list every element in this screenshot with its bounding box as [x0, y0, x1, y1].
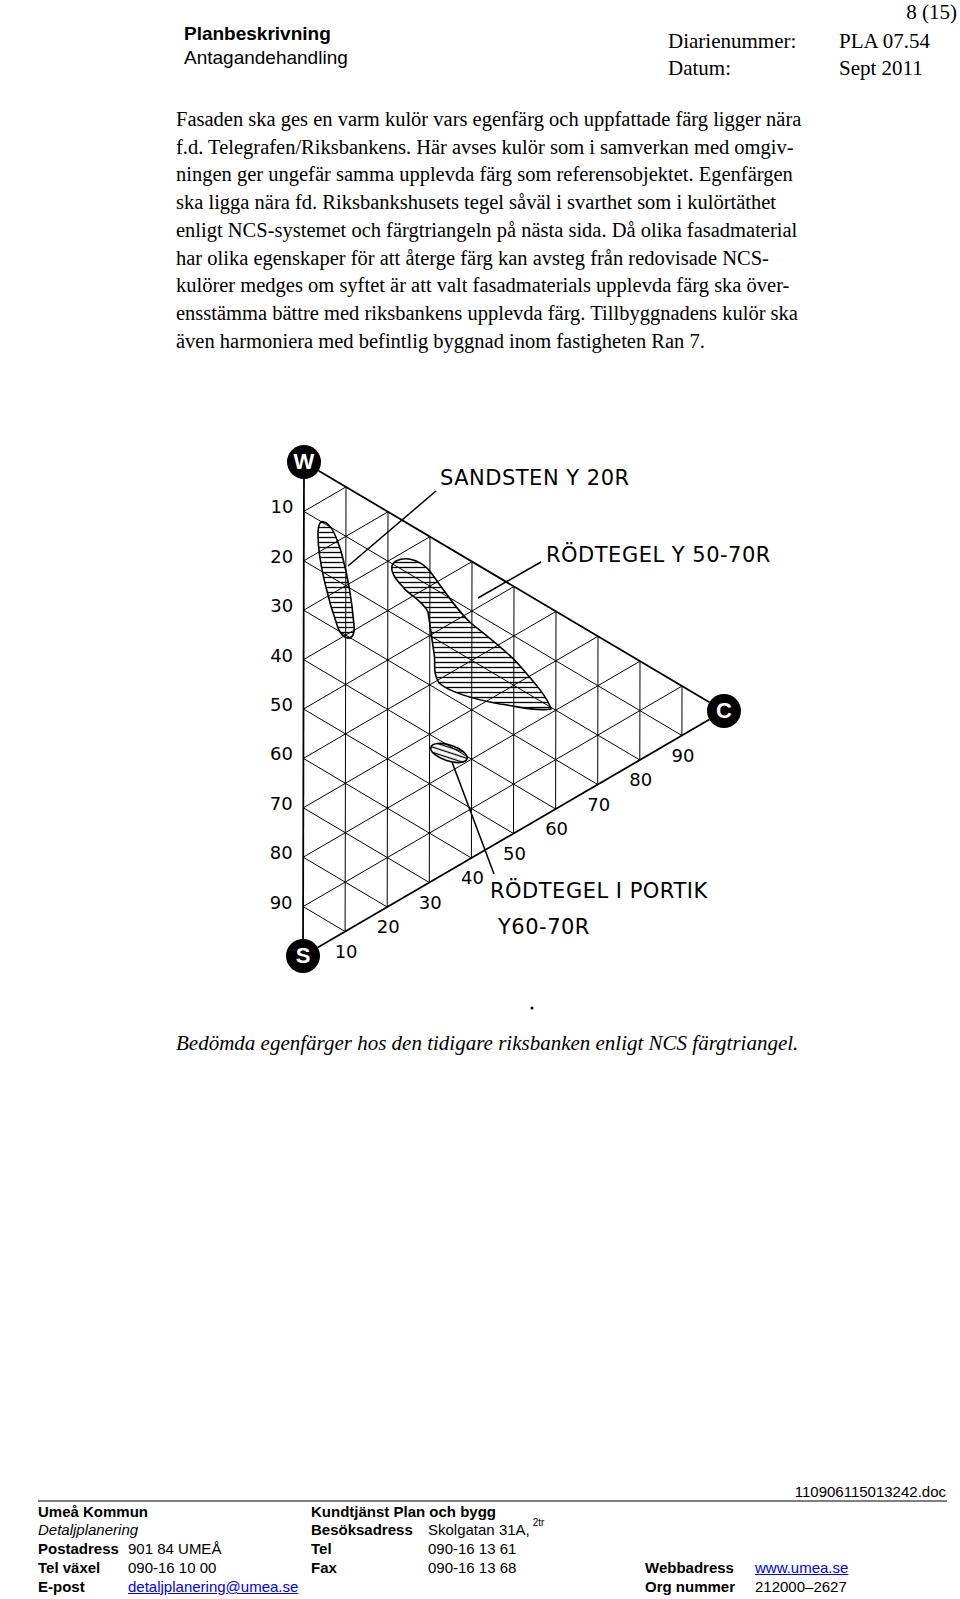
footer-value: 090-16 10 00 — [128, 1559, 216, 1576]
red-brick-area — [392, 559, 551, 710]
document-title: Planbeskrivning — [184, 23, 331, 45]
sandstone-area — [318, 522, 354, 639]
circle-fill — [287, 445, 321, 479]
footer-value: 212000–2627 — [755, 1578, 847, 1595]
portico-brick-area — [428, 740, 469, 767]
footer-value: 090-16 13 68 — [428, 1559, 516, 1576]
scale-number: 90 — [270, 892, 293, 913]
scale-number: 60 — [270, 744, 293, 765]
file-name: 110906115013242.doc — [795, 1483, 946, 1500]
triangle-side — [318, 720, 710, 948]
scale-number: 20 — [377, 917, 400, 938]
paragraph-line: har olika egenskaper för att återge färg… — [176, 247, 769, 271]
connectors — [303, 471, 709, 948]
circle-fill — [286, 939, 320, 973]
corner-letter: S — [296, 945, 311, 967]
callout-label: RÖDTEGEL I PORTIK — [490, 879, 708, 903]
footer-key: Webbadress — [645, 1559, 734, 1576]
callout-label: Y60-70R — [498, 915, 590, 939]
grid-line — [345, 487, 347, 932]
grid-line — [597, 636, 598, 784]
footer-key: Postadress — [38, 1540, 119, 1557]
document-status: Antagandehandling — [184, 47, 348, 69]
leader-line — [348, 491, 436, 566]
grid-line — [304, 512, 388, 561]
scale-number: 10 — [335, 941, 358, 962]
footer-rule — [38, 1501, 947, 1502]
page-number: 8 (15) — [906, 0, 957, 24]
footer-key: Tel — [311, 1540, 332, 1557]
scale-number: 50 — [270, 695, 293, 716]
stray-dot — [531, 1007, 534, 1010]
scale-number: 70 — [587, 794, 610, 815]
paragraph-line: även harmoniera med befintlig byggnad in… — [176, 330, 705, 354]
scale-number: 50 — [503, 843, 526, 864]
grid-line — [681, 686, 682, 735]
footer-key: Umeå Kommun — [38, 1503, 148, 1520]
scale-number: 30 — [270, 596, 293, 617]
scale-number: 80 — [270, 843, 293, 864]
scale-number: 90 — [671, 745, 694, 766]
scale-number: 10 — [270, 497, 293, 518]
grid-line — [513, 587, 515, 834]
footer-key: Org nummer — [645, 1578, 735, 1595]
scale-number: 30 — [419, 892, 442, 913]
footer-value: 901 84 UMEÅ — [128, 1540, 221, 1557]
grid-line — [639, 661, 640, 760]
corner-circle: C — [707, 694, 741, 728]
grid-line — [555, 611, 556, 809]
paragraph-line: Fasaden ska ges en varm kulör vars egenf… — [176, 108, 801, 132]
grid-line — [303, 758, 471, 858]
footer-key: Kundtjänst Plan och bygg — [311, 1503, 496, 1520]
grid-line — [303, 808, 429, 883]
grid-line — [303, 907, 345, 932]
footer-link: www.umea.se — [755, 1559, 848, 1576]
footer-link: detaljplanering@umea.se — [128, 1578, 298, 1595]
scale-number: 20 — [270, 546, 293, 567]
grid-line — [304, 487, 346, 512]
grid-line — [304, 709, 514, 834]
callout-label: SANDSTEN Y 20R — [440, 466, 630, 490]
paragraph-line: f.d. Telegrafen/Riksbankens. Här avses k… — [176, 136, 794, 160]
corner-letter: W — [294, 451, 315, 473]
leader-line — [478, 562, 541, 598]
footer-value: Skolgatan 31A, — [428, 1521, 530, 1538]
triangle-side — [302, 479, 305, 939]
footer-text: Detaljplanering — [38, 1521, 138, 1538]
paragraph-line: ska ligga nära fd. Riksbankshusets tegel… — [176, 191, 776, 215]
paragraph-line: ningen ger ungefär samma upplevda färg s… — [176, 163, 793, 187]
figure-caption: Bedömda egenfärger hos den tidigare riks… — [176, 1031, 798, 1055]
footer-key: Fax — [311, 1559, 337, 1576]
scale-number: 60 — [545, 819, 568, 840]
meta-key: Datum: — [668, 56, 731, 80]
footer-superscript: 2tr — [533, 1517, 545, 1529]
footer-key: Besöksadress — [311, 1521, 413, 1538]
circle-fill — [707, 694, 741, 728]
corner-circle: S — [286, 939, 320, 973]
meta-value: Sept 2011 — [839, 56, 923, 80]
footer-value: 090-16 13 61 — [428, 1540, 516, 1557]
scale-number: 70 — [270, 793, 293, 814]
corner-letter: C — [716, 700, 732, 722]
meta-key: Diarienummer: — [668, 29, 796, 53]
scale-number: 80 — [629, 770, 652, 791]
footer-key: Tel växel — [38, 1559, 100, 1576]
paragraph-line: enligt NCS-systemet och färgtriangeln på… — [176, 219, 797, 243]
grid-line — [303, 686, 682, 907]
scale-number: 40 — [270, 645, 293, 666]
corner-circle: W — [287, 445, 321, 479]
grid-line — [303, 857, 387, 907]
scale-number: 40 — [461, 868, 484, 889]
meta-value: PLA 07.54 — [839, 29, 930, 53]
paragraph-line: ensstämma bättre med riksbankens upplevd… — [176, 302, 798, 326]
paragraph-line: kulörer medges om syftet är att valt fas… — [176, 274, 789, 298]
callout-label: RÖDTEGEL Y 50-70R — [546, 543, 771, 567]
footer-key: E-post — [38, 1578, 85, 1595]
leader-line — [452, 762, 494, 874]
